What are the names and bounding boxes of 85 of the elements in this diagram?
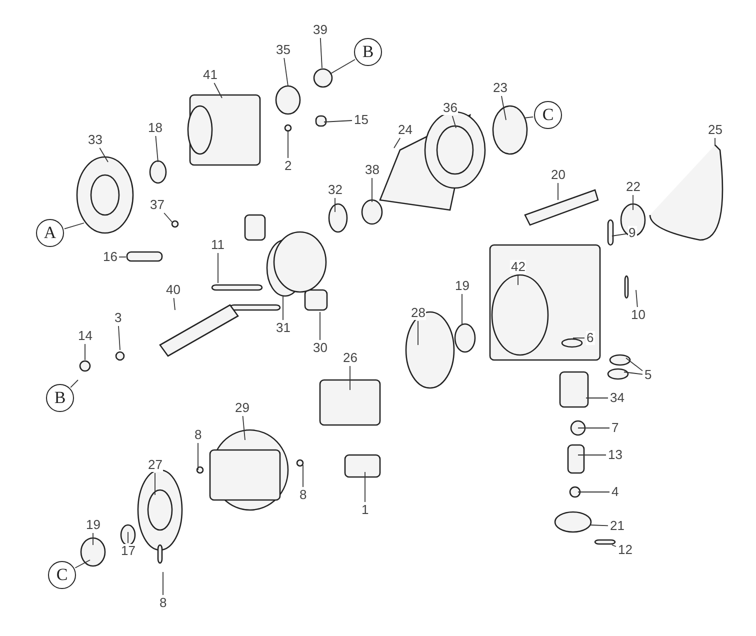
callout-number: 19 <box>454 279 470 293</box>
leader-line <box>632 194 634 210</box>
callout-number: 34 <box>609 391 626 405</box>
callout-number: 12 <box>617 543 634 557</box>
callout-number: 20 <box>550 168 566 182</box>
leader-line <box>282 296 284 320</box>
leader-line <box>242 416 246 440</box>
callout-number: 38 <box>364 163 380 177</box>
callout-number: 7 <box>610 421 620 435</box>
callout-number: 19 <box>85 518 102 532</box>
reference-letter: B <box>354 38 382 66</box>
callout-number: 25 <box>707 123 724 137</box>
callout-number: 29 <box>234 401 250 415</box>
leader-line <box>162 572 164 596</box>
reference-letter: B <box>46 384 74 412</box>
callout-number: 40 <box>165 283 182 297</box>
leader-line <box>452 116 456 128</box>
callout-number: 31 <box>275 321 292 335</box>
callout-number: 4 <box>610 485 620 499</box>
leader-line <box>330 59 356 74</box>
leader-line <box>84 344 86 360</box>
leader-line <box>214 82 222 98</box>
leader-line <box>92 532 94 546</box>
leader-line <box>118 256 126 258</box>
callout-number: 27 <box>147 458 164 472</box>
leader-line <box>714 138 716 146</box>
leader-line <box>578 454 606 456</box>
callout-number: 13 <box>607 448 624 462</box>
leader-line <box>155 136 158 162</box>
callout-number: 1 <box>360 503 370 517</box>
reference-letter: C <box>534 101 562 129</box>
leader-line <box>74 560 90 568</box>
leader-line <box>624 372 643 375</box>
callout-number: 8 <box>194 428 203 442</box>
leader-line <box>394 138 401 148</box>
leader-line <box>524 116 534 118</box>
callout-number: 8 <box>158 596 168 610</box>
reference-letter: C <box>48 561 76 589</box>
callout-number: 3 <box>114 311 123 325</box>
leader-line <box>334 198 336 212</box>
callout-number: 10 <box>630 308 646 322</box>
leader-line <box>590 524 608 526</box>
callout-number: 42 <box>510 260 526 274</box>
leader-line <box>501 96 506 120</box>
callout-number: 24 <box>397 123 414 137</box>
leader-line <box>284 58 288 86</box>
leader-line <box>324 120 352 122</box>
leader-line <box>302 464 304 488</box>
callout-number: 35 <box>275 43 292 57</box>
leader-line <box>64 222 84 230</box>
leader-line <box>154 472 156 496</box>
callout-number: 32 <box>327 183 344 197</box>
callout-number: 23 <box>492 81 508 95</box>
callout-number: 30 <box>312 341 328 355</box>
leader-line <box>612 233 627 236</box>
callout-number: 37 <box>149 198 166 212</box>
callout-number: 11 <box>210 238 226 252</box>
callout-number: 17 <box>120 544 136 558</box>
callout-number: 21 <box>609 519 626 533</box>
leader-line <box>99 148 108 162</box>
leader-line <box>70 380 78 388</box>
callout-number: 39 <box>312 23 328 37</box>
callout-number: 2 <box>284 159 293 173</box>
reference-letter: A <box>36 219 64 247</box>
leader-line <box>173 298 176 310</box>
callout-number: 22 <box>625 180 642 194</box>
callout-number: 8 <box>298 488 308 502</box>
leader-line <box>364 472 366 502</box>
callout-number: 14 <box>77 329 94 343</box>
callout-number: 9 <box>628 226 637 240</box>
callout-number: 26 <box>342 351 358 365</box>
leader-line <box>626 358 643 372</box>
leader-line <box>118 326 120 350</box>
callout-number: 36 <box>442 101 458 115</box>
callout-number: 41 <box>202 68 218 82</box>
callout-number: 15 <box>353 113 370 127</box>
leader-line <box>612 544 616 547</box>
leader-line <box>636 290 638 308</box>
callout-number: 16 <box>102 250 118 264</box>
callout-number: 33 <box>87 133 104 147</box>
callout-number: 18 <box>147 121 164 135</box>
callout-number: 28 <box>410 306 426 320</box>
leader-line <box>164 212 172 222</box>
callout-number: 5 <box>644 368 653 382</box>
leader-line <box>320 38 322 68</box>
